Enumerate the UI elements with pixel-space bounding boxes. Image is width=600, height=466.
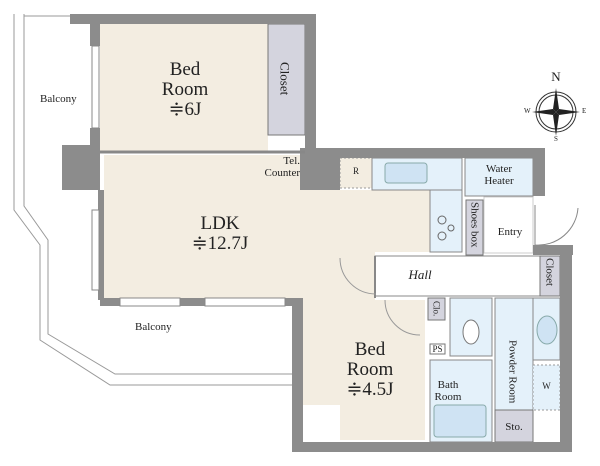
water-heater-line2: Heater: [484, 174, 514, 187]
ldk-line1: LDK: [200, 213, 240, 234]
ldk-label: LDK≑12.7J: [170, 214, 270, 254]
bathtub: [433, 404, 487, 438]
bedroom1-size: ≑6J: [168, 98, 202, 120]
entry-door-swing: [534, 205, 579, 246]
washer-space: [532, 364, 561, 411]
powder-room-label: Powder Room: [506, 340, 519, 404]
tel-counter-label: Tel.Counter: [250, 155, 300, 179]
bath-line2: Room: [434, 390, 462, 403]
refrigerator-label: R: [352, 166, 359, 176]
bedroom2-line2: Room: [346, 358, 394, 380]
bedroom2-size: ≑4.5J: [346, 378, 394, 400]
water-heater-line1: Water: [486, 163, 512, 175]
compass-n: N: [551, 69, 561, 84]
balcony-outline: [13, 14, 292, 386]
bedroom2-floor: [303, 300, 425, 440]
washbasin: [536, 315, 558, 345]
bedroom1-line2: Room: [161, 78, 209, 100]
compass-w: W: [524, 107, 531, 115]
compass-rose: [532, 88, 580, 136]
burner: [447, 224, 455, 232]
bath-line1: Bath: [437, 379, 459, 391]
water-heater-area: [464, 157, 534, 197]
closet-right-label: Closet: [543, 258, 556, 287]
storage-label: Sto.: [505, 421, 523, 433]
bedroom2-line1: Bed: [354, 339, 386, 360]
ps-label: PS: [432, 344, 443, 354]
storage: [494, 409, 534, 443]
kitchen-floor: [330, 190, 430, 252]
shoes-box: [465, 199, 484, 256]
entry-floor: [483, 196, 534, 254]
compass-s: S: [554, 135, 558, 143]
clo: [427, 297, 446, 321]
balcony-left-label: Balcony: [40, 93, 77, 105]
sink: [384, 162, 428, 184]
balcony-bottom-label: Balcony: [135, 321, 172, 333]
ldk-size: ≑12.7J: [191, 232, 249, 254]
tel-counter-line2: Counter: [264, 166, 300, 179]
bedroom1-line1: Bed: [169, 59, 201, 80]
walls: [62, 14, 573, 452]
entry-label: Entry: [497, 226, 523, 238]
closet-top: [267, 23, 306, 136]
tel-counter-line1: Tel.: [283, 155, 300, 167]
bedroom2-door-swing: [384, 299, 421, 336]
windows: [91, 45, 286, 307]
closet-top-label: Closet: [277, 62, 293, 96]
toilet: [462, 319, 480, 345]
clo-label: Clo.: [431, 301, 442, 317]
burner: [437, 215, 447, 225]
washer-label: W: [542, 381, 551, 391]
hall-floor: [374, 255, 541, 297]
ldk-door-swing: [339, 257, 377, 295]
hall-label: Hall: [408, 267, 432, 282]
burner: [437, 231, 447, 241]
compass-e: E: [582, 107, 587, 115]
bedroom1-floor: [100, 24, 268, 152]
ps: [429, 343, 446, 355]
ldk-ext-floor: [340, 252, 375, 300]
shoes-box-label: Shoes box: [468, 202, 481, 248]
